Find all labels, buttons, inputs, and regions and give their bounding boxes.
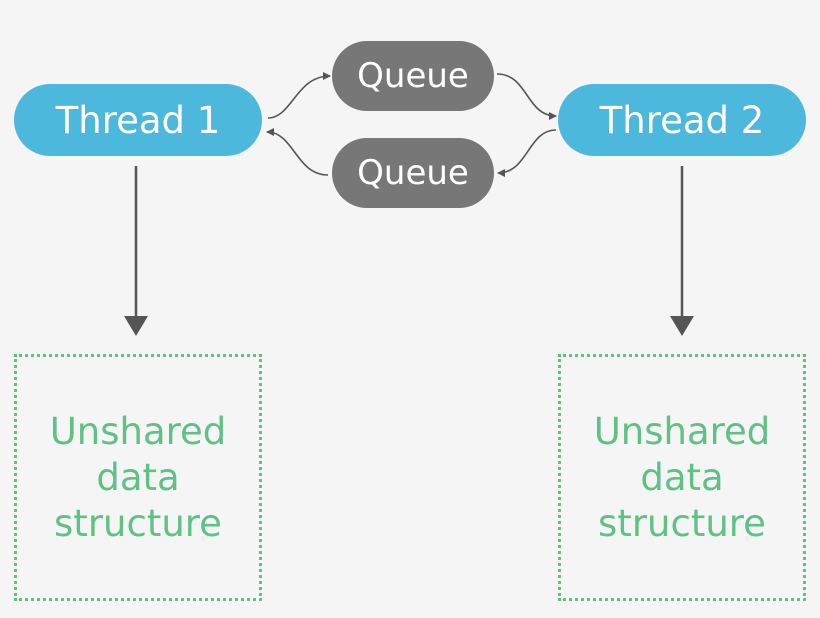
arrow-thread1-to-queue-top xyxy=(267,72,331,119)
arrowhead-data-right xyxy=(670,316,694,336)
arrow-queue-top-to-thread2 xyxy=(496,73,557,120)
unshared-data-label-right: Unshared data structure xyxy=(593,409,771,545)
arrow-thread2-to-queue-bottom xyxy=(497,129,557,177)
thread-2-label: Thread 2 xyxy=(599,98,765,142)
thread-2-node: Thread 2 xyxy=(558,84,806,156)
unshared-data-box-right: Unshared data structure xyxy=(558,354,806,601)
arrow-queue-bottom-to-thread1 xyxy=(266,128,329,176)
queue-top-node: Queue xyxy=(332,41,494,111)
arrowhead-data-left xyxy=(124,316,148,336)
thread-1-node: Thread 1 xyxy=(14,84,262,156)
queue-top-label: Queue xyxy=(357,56,469,96)
queue-bottom-label: Queue xyxy=(357,153,469,193)
queue-bottom-node: Queue xyxy=(332,138,494,208)
unshared-data-box-left: Unshared data structure xyxy=(14,354,262,601)
thread-1-label: Thread 1 xyxy=(55,98,221,142)
unshared-data-label-left: Unshared data structure xyxy=(49,409,227,545)
